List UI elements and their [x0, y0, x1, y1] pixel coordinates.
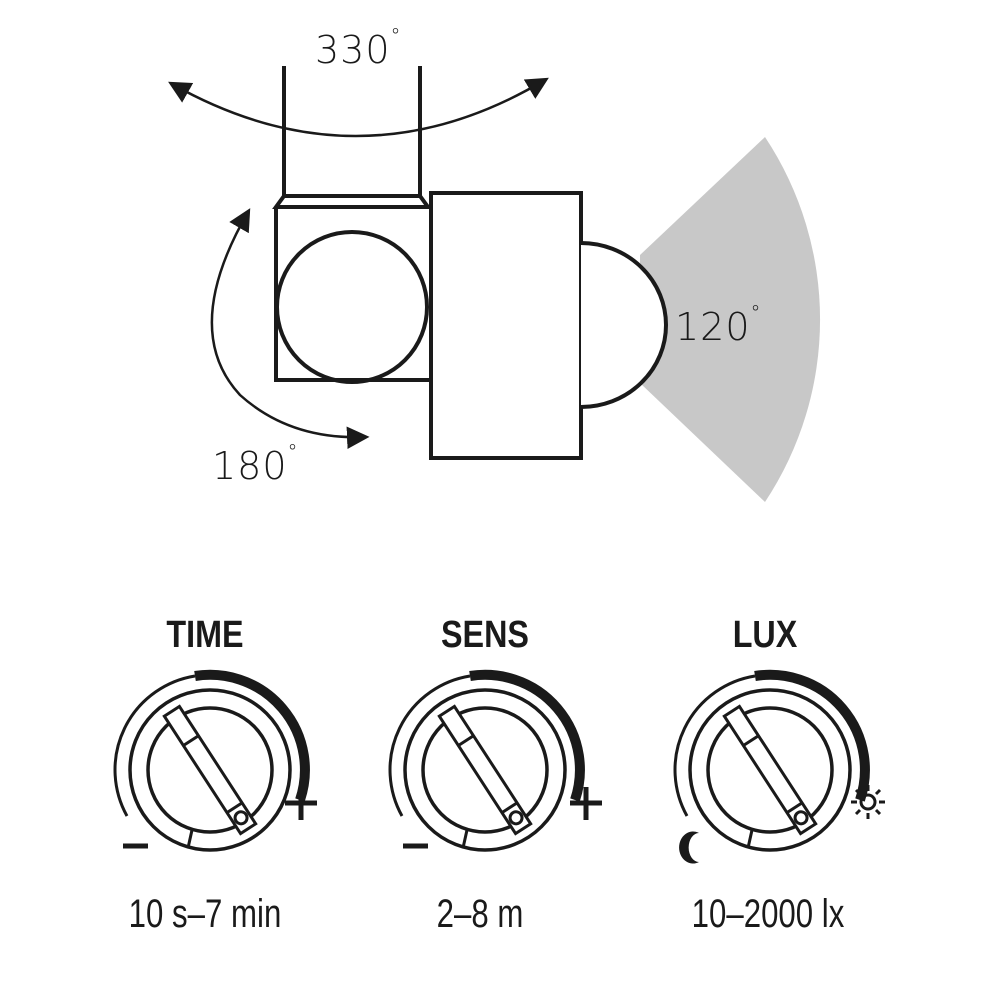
mounting-post: [272, 66, 432, 209]
label-120: 120°: [675, 301, 762, 349]
sensor-body: [429, 191, 583, 460]
dial-range-lux: 10–2000 lx: [691, 892, 845, 936]
dial-lux: [673, 669, 870, 852]
moon-icon: [679, 831, 699, 864]
dial-time: [113, 669, 310, 852]
dial-range-sens: 2–8 m: [436, 892, 524, 936]
vertical-rotation-arrow: [210, 208, 370, 449]
dial-range-time: 10 s–7 min: [128, 892, 282, 936]
dial-sens: [388, 669, 585, 852]
label-180: 180°: [212, 440, 299, 488]
detection-zone: [640, 137, 821, 502]
sun-icon: [851, 785, 885, 819]
plus-icon: [570, 787, 602, 820]
dial-title-time: TIME: [166, 614, 244, 656]
sensor-lens: [580, 241, 668, 409]
joint-housing: [274, 207, 430, 384]
label-330: 330°: [315, 24, 402, 72]
plus-icon: [285, 787, 317, 820]
dial-title-lux: LUX: [732, 614, 798, 656]
dial-title-sens: SENS: [441, 614, 529, 656]
horizontal-rotation-arrow: [168, 77, 549, 138]
